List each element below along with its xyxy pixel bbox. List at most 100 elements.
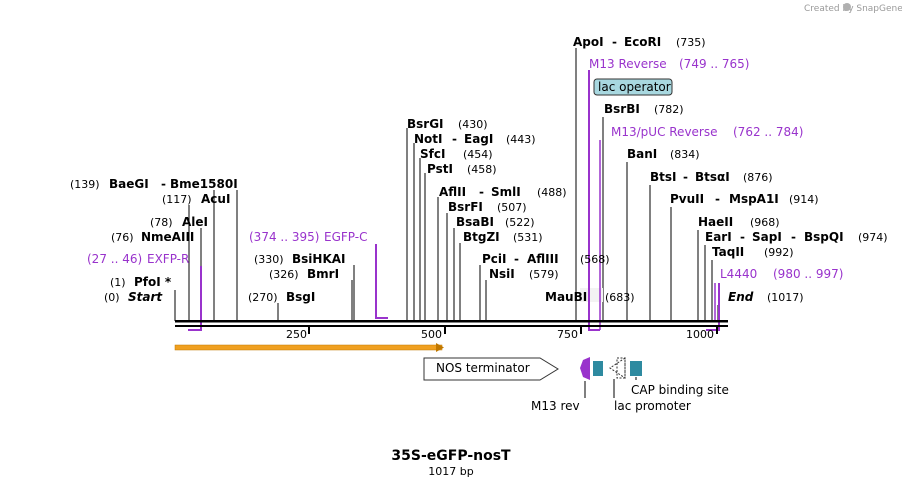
sapi-label: SapI: [752, 230, 782, 244]
pvuii-position: (914): [789, 193, 819, 206]
pvuii-label: PvuII: [670, 192, 704, 206]
bmri-label: BmrI: [307, 267, 339, 281]
lac-promoter-feature: [609, 357, 626, 379]
eagi-label: EagI: [464, 132, 493, 146]
primer-connector-lines: [588, 70, 716, 330]
btsi-label: BtsI: [650, 170, 677, 184]
feature-leader-lines: [584, 377, 637, 398]
nsii-position: (579): [529, 268, 559, 281]
start-position: (0): [104, 291, 120, 304]
maubi-position: (683): [605, 291, 635, 304]
pcii-label: PciI: [482, 252, 507, 266]
bme1580i-label: Bme1580I: [170, 177, 238, 191]
m13-rev-feature: [580, 357, 590, 380]
acui-label: AcuI: [201, 192, 230, 206]
tick-250: 250: [286, 328, 307, 341]
mspa1i-label: MspA1I: [729, 192, 779, 206]
haeii-label: HaeII: [698, 215, 733, 229]
haeii-position: (968): [750, 216, 780, 229]
ecori-label: EcoRI: [624, 35, 661, 49]
aflii-label: AflII: [439, 185, 466, 199]
bsabi-position: (522): [505, 216, 535, 229]
start-label: Start: [128, 290, 163, 304]
m13-reverse-label: M13 Reverse: [589, 57, 667, 71]
taqii-position: (992): [764, 246, 794, 259]
svg-text:-: -: [612, 35, 617, 49]
aflii-position: (488): [537, 186, 567, 199]
alei-position: (78): [150, 216, 173, 229]
nsii-label: NsiI: [489, 267, 515, 281]
exfp-r-primer: [188, 266, 202, 331]
lac-promoter-label: lac promoter: [614, 399, 691, 413]
map-length: 1017 bp: [428, 465, 473, 478]
cap-binding-site-feature: [630, 361, 642, 376]
l4440-label: L4440: [720, 267, 757, 281]
l4440-range: (980 .. 997): [773, 267, 843, 281]
end-label: End: [728, 290, 754, 304]
sfci-position: (454): [463, 148, 493, 161]
maubi-label: MauBI: [545, 290, 587, 304]
exfp-r-range: (27 .. 46): [87, 252, 142, 266]
lac-operator-feature: [593, 361, 603, 376]
bani-position: (834): [670, 148, 700, 161]
btsi-position: (876): [743, 171, 773, 184]
taqii-label: TaqII: [712, 245, 744, 259]
m13-puc-reverse-range: (762 .. 784): [733, 125, 803, 139]
psti-position: (458): [467, 163, 497, 176]
tick-1000: 1000: [686, 328, 714, 341]
btgzi-label: BtgZI: [463, 230, 500, 244]
nmeaiii-label: NmeAIII: [141, 230, 194, 244]
pfoi-label: PfoI *: [134, 275, 172, 289]
m13-reverse-range: (749 .. 765): [679, 57, 749, 71]
bmri-position: (326): [269, 268, 299, 281]
bsrgi-label: BsrGI: [407, 117, 444, 131]
bsrfi-position: (507): [497, 201, 527, 214]
lac-operator-label: lac operator: [598, 80, 671, 94]
m13-puc-reverse-label: M13/pUC Reverse: [611, 125, 718, 139]
scale-ticks: [308, 326, 718, 334]
psti-label: PstI: [427, 162, 453, 176]
eari-position: (974): [858, 231, 888, 244]
svg-text:-: -: [161, 177, 166, 191]
noti-position: (443): [506, 133, 536, 146]
bsrbi-label: BsrBI: [604, 102, 640, 116]
egfp-c-label: EGFP-C: [324, 230, 367, 244]
tick-750: 750: [557, 328, 578, 341]
svg-text:-: -: [514, 252, 519, 266]
bsrgi-position: (430): [458, 118, 488, 131]
end-position: (1017): [767, 291, 804, 304]
map-title: 35S-eGFP-nosT: [391, 448, 511, 464]
apoi-position: (735): [676, 36, 706, 49]
bsihkai-label: BsiHKAI: [292, 252, 346, 266]
cap-binding-site-label: CAP binding site: [631, 383, 729, 397]
svg-text:-: -: [715, 192, 720, 206]
baegi-label: BaeGI: [109, 177, 149, 191]
svg-text:-: -: [479, 185, 484, 199]
sequence-backbone-top: [175, 320, 728, 323]
sequence-backbone-bottom: [175, 325, 728, 327]
svg-text:-: -: [683, 170, 688, 184]
lac-operator-tag: lac operator: [593, 78, 673, 96]
svg-text:-: -: [452, 132, 457, 146]
egfp-c-primer: [375, 244, 388, 319]
cut-site-lines: [174, 48, 719, 321]
afliii-label: AflIII: [527, 252, 559, 266]
noti-label: NotI: [414, 132, 443, 146]
bsihkai-position: (330): [254, 253, 284, 266]
sfci-label: SfcI: [420, 147, 445, 161]
bsgi-position: (270): [248, 291, 278, 304]
svg-text:-: -: [740, 230, 745, 244]
orf-arrow: [174, 343, 444, 352]
bspqi-label: BspQI: [804, 230, 844, 244]
alei-label: AleI: [182, 215, 208, 229]
pfoi-position: (1): [110, 276, 126, 289]
bsabi-label: BsaBI: [456, 215, 494, 229]
btsai-label: BtsαI: [695, 170, 730, 184]
bsgi-label: BsgI: [286, 290, 315, 304]
apoi-label: ApoI: [573, 35, 604, 49]
smli-label: SmlI: [491, 185, 521, 199]
tick-500: 500: [421, 328, 442, 341]
l4440-primer: [706, 283, 720, 331]
egfp-c-range: (374 .. 395): [249, 230, 319, 244]
